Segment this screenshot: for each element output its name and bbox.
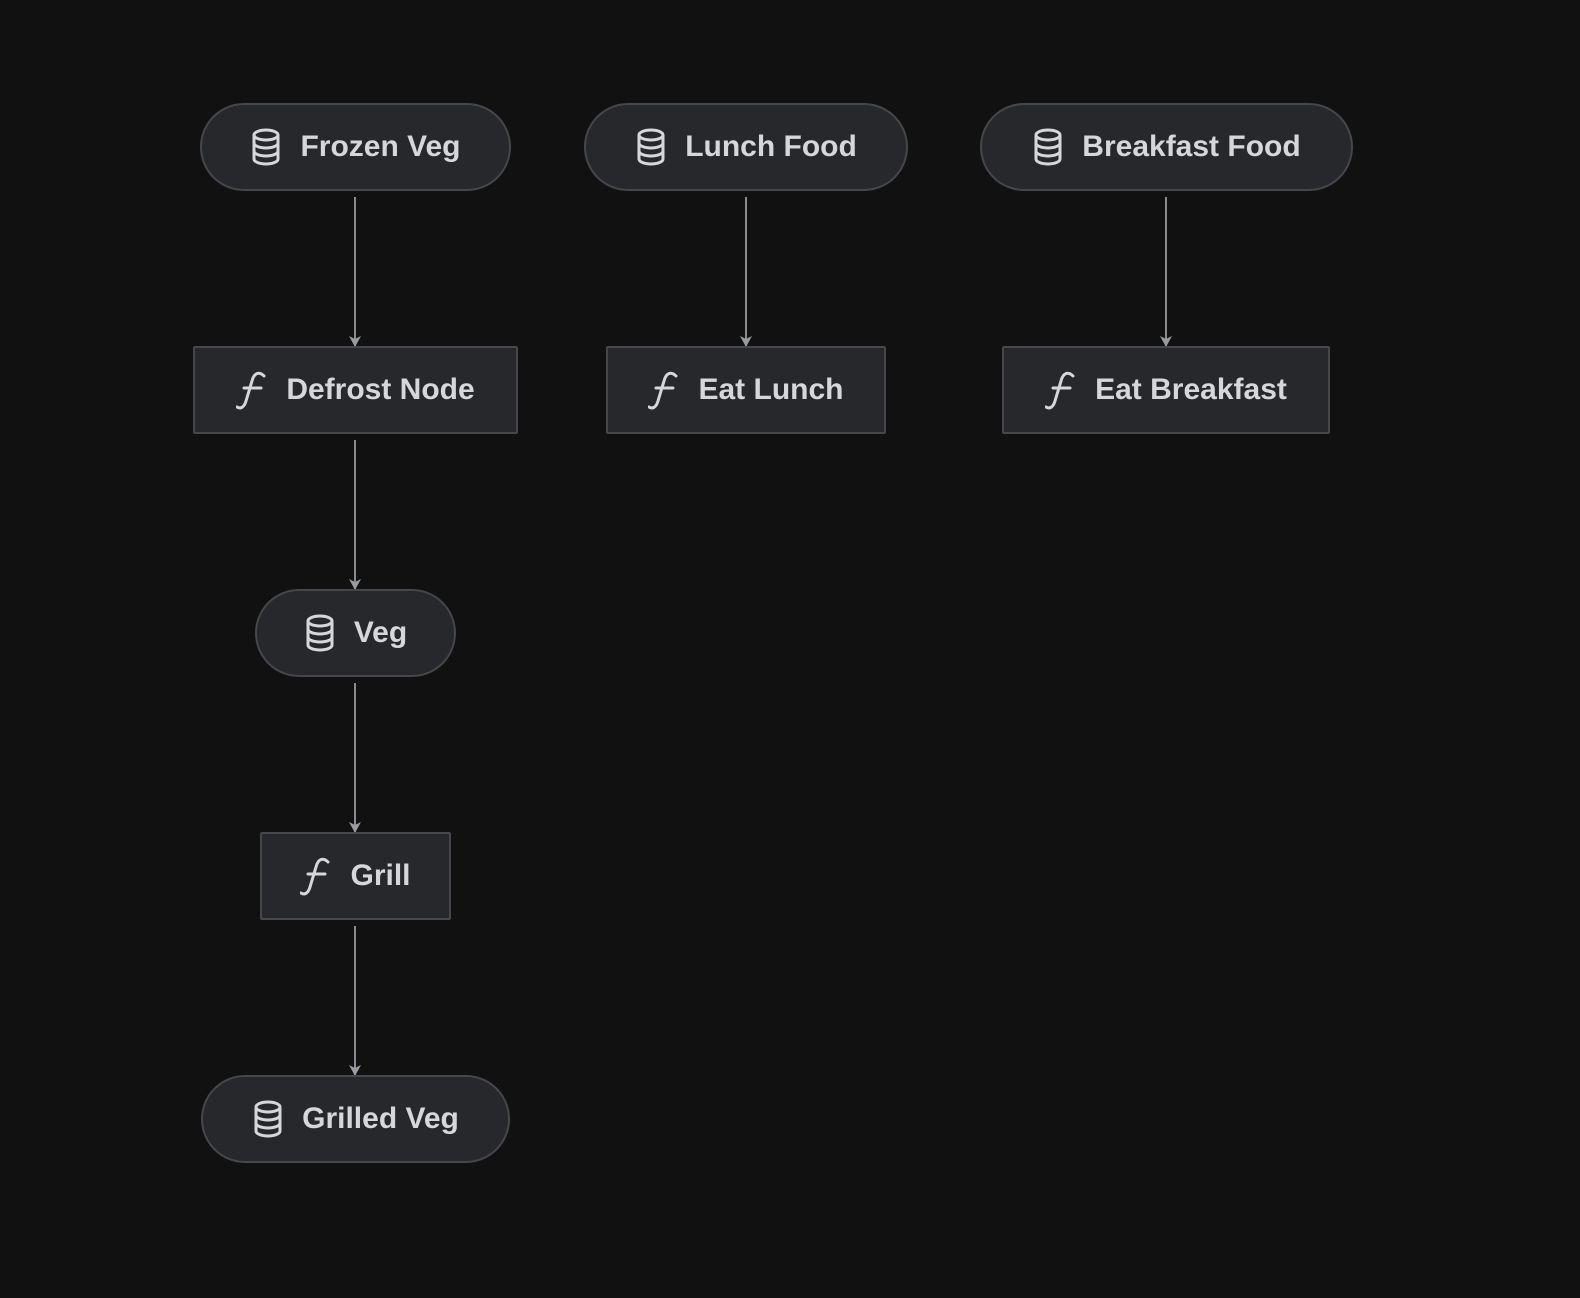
database-icon xyxy=(304,613,336,653)
database-icon xyxy=(635,127,667,167)
node-grilled-veg[interactable]: Grilled Veg xyxy=(201,1075,510,1163)
node-label: Veg xyxy=(353,616,408,649)
node-label: Eat Breakfast xyxy=(1095,373,1287,406)
function-icon xyxy=(648,370,680,410)
node-lunch-food[interactable]: Lunch Food xyxy=(584,103,908,191)
node-label: Defrost Node xyxy=(286,373,475,406)
function-icon xyxy=(300,856,332,896)
database-icon xyxy=(250,127,282,167)
function-icon xyxy=(1045,370,1077,410)
database-icon xyxy=(1032,127,1064,167)
node-defrost-node[interactable]: Defrost Node xyxy=(193,346,518,434)
node-label: Grilled Veg xyxy=(302,1102,459,1135)
node-grill[interactable]: Grill xyxy=(260,832,451,920)
node-breakfast-food[interactable]: Breakfast Food xyxy=(980,103,1353,191)
node-label: Grill xyxy=(350,859,411,892)
node-veg[interactable]: Veg xyxy=(255,589,456,677)
node-label: Lunch Food xyxy=(685,130,857,163)
node-eat-lunch[interactable]: Eat Lunch xyxy=(606,346,886,434)
database-icon xyxy=(252,1099,284,1139)
node-label: Frozen Veg xyxy=(300,130,461,163)
node-label: Breakfast Food xyxy=(1082,130,1301,163)
function-icon xyxy=(236,370,268,410)
node-label: Eat Lunch xyxy=(698,373,844,406)
node-frozen-veg[interactable]: Frozen Veg xyxy=(200,103,511,191)
node-eat-breakfast[interactable]: Eat Breakfast xyxy=(1002,346,1330,434)
